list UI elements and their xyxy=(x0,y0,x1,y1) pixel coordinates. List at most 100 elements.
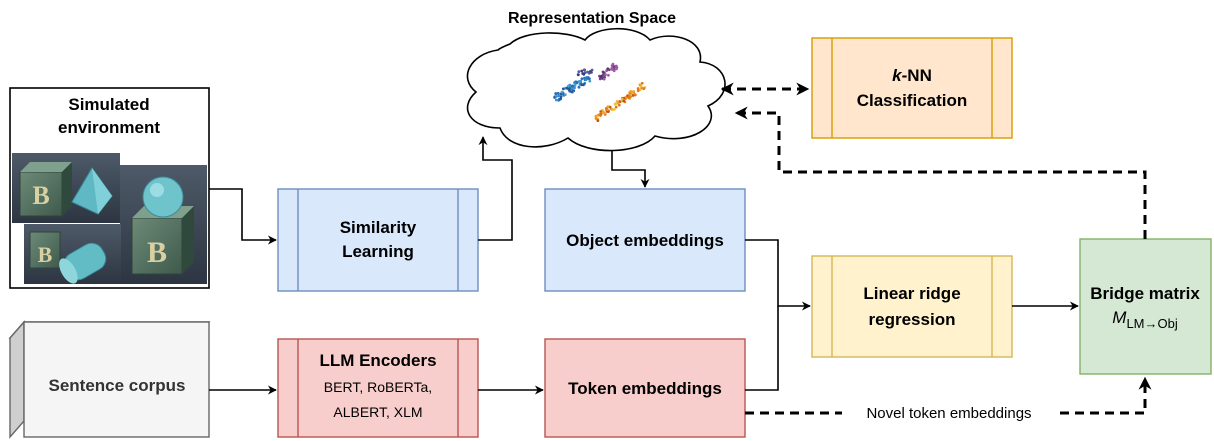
scatter-point xyxy=(630,90,633,94)
knn-nn: -NN xyxy=(902,66,932,85)
similarity-learning-box: Similarity Learning xyxy=(277,188,479,292)
scatter-point xyxy=(610,108,614,112)
scatter-point xyxy=(611,62,615,66)
scatter-point xyxy=(570,84,574,88)
solid-edges xyxy=(209,136,1079,395)
llm-encoders-title: LLM Encoders xyxy=(319,351,436,370)
scatter-point xyxy=(561,87,565,91)
scatter-point xyxy=(588,79,592,83)
embedding-scatter-points xyxy=(553,62,647,122)
scatter-point xyxy=(557,94,560,98)
edge-token-novel-to-bridge xyxy=(745,376,1152,415)
scatter-point xyxy=(614,105,618,109)
bridge-matrix-title: Bridge matrix xyxy=(1090,284,1200,303)
scatter-point xyxy=(587,71,591,75)
scatter-point xyxy=(573,86,576,90)
scatter-point xyxy=(614,64,618,68)
llm-encoders-models-line2: ALBERT, XLM xyxy=(333,404,422,420)
token-embeddings-label: Token embeddings xyxy=(568,379,722,398)
linear-ridge-line2: regression xyxy=(869,310,956,329)
scatter-point xyxy=(642,87,646,90)
edge-env-to-similarity xyxy=(209,188,277,245)
scatter-point xyxy=(636,89,640,93)
knn-classification-box: k-NN Classification xyxy=(811,37,1013,139)
scatter-point xyxy=(567,88,571,92)
scatter-point xyxy=(631,94,635,97)
token-embeddings-box: Token embeddings xyxy=(544,338,746,438)
scatter-point xyxy=(634,93,637,97)
scatter-point xyxy=(576,73,580,77)
linear-ridge-regression-box: Linear ridge regression xyxy=(811,255,1013,358)
bridge-matrix-symbol: MLM→Obj xyxy=(1112,308,1178,331)
scatter-point xyxy=(556,91,560,95)
scatter-point xyxy=(617,103,621,107)
scatter-point xyxy=(560,90,564,94)
scatter-point xyxy=(565,86,569,90)
edge-cloud-to-object xyxy=(611,150,650,188)
scatter-point xyxy=(563,93,567,96)
scatter-point xyxy=(582,68,586,72)
scatter-point xyxy=(578,80,581,84)
object-embeddings-label: Object embeddings xyxy=(566,231,724,250)
simulated-environment-box: Simulated environment B B B xyxy=(9,87,210,289)
scatter-point xyxy=(632,90,636,93)
scatter-point xyxy=(620,97,624,101)
scatter-point xyxy=(638,83,642,87)
scatter-point xyxy=(612,65,616,68)
block-letter: B xyxy=(38,242,53,267)
scatter-point xyxy=(573,83,577,87)
similarity-learning-line2: Learning xyxy=(342,242,414,261)
scatter-point xyxy=(606,105,610,108)
scatter-point xyxy=(570,90,574,94)
knn-line1: k-NN xyxy=(892,66,932,85)
scatter-point xyxy=(554,98,558,102)
scatter-point xyxy=(554,95,558,98)
scatter-point xyxy=(598,77,602,81)
diagram-title: Representation Space xyxy=(508,10,676,27)
scatter-point xyxy=(559,95,563,98)
sentence-corpus-label: Sentence corpus xyxy=(49,376,186,395)
sentence-corpus-box: Sentence corpus xyxy=(8,320,211,439)
llm-encoders-box: LLM Encoders BERT, RoBERTa, ALBERT, XLM xyxy=(277,338,479,438)
scatter-point xyxy=(575,80,578,84)
scatter-point xyxy=(607,68,611,72)
scene-image-cube-sphere: B xyxy=(120,165,207,284)
scatter-point xyxy=(610,67,614,71)
simulated-environment-line2: environment xyxy=(58,118,160,137)
scatter-point xyxy=(580,77,584,81)
scatter-point xyxy=(602,77,606,81)
scatter-point xyxy=(594,114,598,118)
scatter-point xyxy=(577,70,581,74)
scatter-point xyxy=(627,95,631,98)
edge-object-to-ridge xyxy=(745,239,811,311)
scene-image-cube-pyramid: B xyxy=(12,153,120,223)
simulated-environment-line1: Simulated xyxy=(68,95,149,114)
scatter-point xyxy=(605,107,608,111)
scatter-point xyxy=(580,69,584,73)
block-letter: B xyxy=(147,236,167,269)
scatter-point xyxy=(577,85,581,89)
bridge-matrix-box: Bridge matrix MLM→Obj xyxy=(1079,238,1212,375)
scatter-point xyxy=(573,81,576,84)
edge-similarity-to-cloud xyxy=(478,136,513,241)
edge-token-to-ridge xyxy=(745,306,779,391)
scene-image-cube-cylinder: B xyxy=(24,224,121,284)
knn-k: k xyxy=(892,66,903,85)
scatter-point xyxy=(616,101,620,105)
scatter-point xyxy=(622,99,626,103)
scatter-point xyxy=(612,108,616,111)
object-embeddings-box: Object embeddings xyxy=(544,188,746,292)
scatter-point xyxy=(601,110,605,114)
scatter-point xyxy=(582,72,586,76)
scatter-point xyxy=(596,119,600,122)
llm-encoders-models-line1: BERT, RoBERTa, xyxy=(324,379,432,395)
scatter-point xyxy=(586,77,590,80)
scatter-point xyxy=(604,73,607,76)
similarity-learning-line1: Similarity xyxy=(340,218,417,237)
scatter-point xyxy=(614,102,617,106)
linear-ridge-line1: Linear ridge xyxy=(863,284,960,303)
block-letter: B xyxy=(32,181,49,210)
scatter-point xyxy=(607,73,610,77)
scatter-point xyxy=(554,92,558,96)
